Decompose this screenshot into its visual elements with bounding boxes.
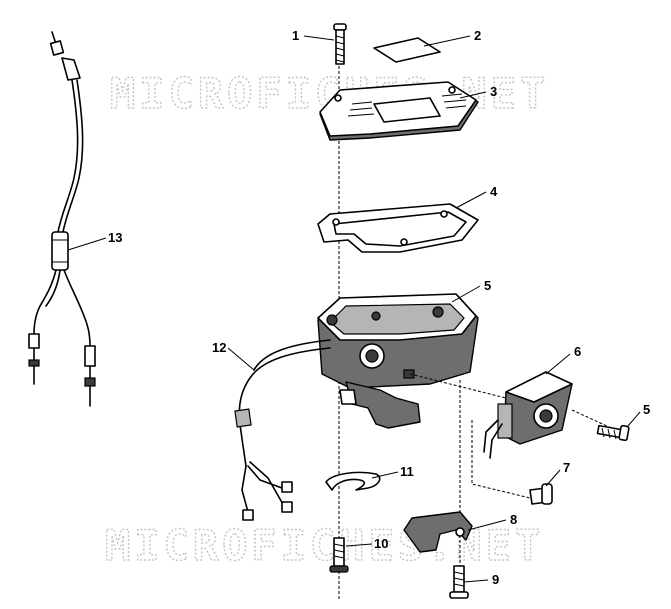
callout-3: 3 bbox=[490, 84, 497, 99]
callout-6: 6 bbox=[574, 344, 581, 359]
part-11-clip bbox=[325, 471, 381, 491]
callout-10: 10 bbox=[374, 536, 388, 551]
part-13-throttle-cable bbox=[28, 31, 96, 407]
part-12-wiring-harness bbox=[234, 339, 331, 521]
callout-13: 13 bbox=[108, 230, 122, 245]
alignment-line-5b bbox=[571, 409, 621, 433]
callout-12: 12 bbox=[212, 340, 226, 355]
part-9-screw bbox=[449, 565, 469, 599]
callout-5-housing: 5 bbox=[484, 278, 491, 293]
part-1-screw bbox=[333, 23, 347, 65]
callout-1: 1 bbox=[292, 28, 299, 43]
watermark-bottom: MICROFICHES.NET bbox=[105, 521, 544, 570]
callout-2: 2 bbox=[474, 28, 481, 43]
alignment-line-6 bbox=[409, 373, 507, 399]
callout-5-screw: 5 bbox=[643, 402, 650, 417]
callout-7: 7 bbox=[563, 460, 570, 475]
callout-11: 11 bbox=[400, 464, 414, 479]
callout-4: 4 bbox=[490, 184, 498, 199]
alignment-line-7 bbox=[471, 420, 531, 499]
part-5-housing bbox=[317, 293, 479, 429]
part-3-cover bbox=[319, 81, 479, 141]
part-8-bracket bbox=[403, 511, 473, 553]
part-7-bolt bbox=[529, 483, 553, 505]
callout-9: 9 bbox=[492, 572, 499, 587]
part-2-decal bbox=[373, 37, 441, 63]
part-4-gasket bbox=[317, 203, 479, 253]
leader-lines bbox=[67, 35, 641, 583]
part-5-screw bbox=[596, 424, 630, 442]
part-6-switch bbox=[483, 371, 573, 459]
callout-8: 8 bbox=[510, 512, 517, 527]
part-10-screw bbox=[329, 537, 349, 573]
